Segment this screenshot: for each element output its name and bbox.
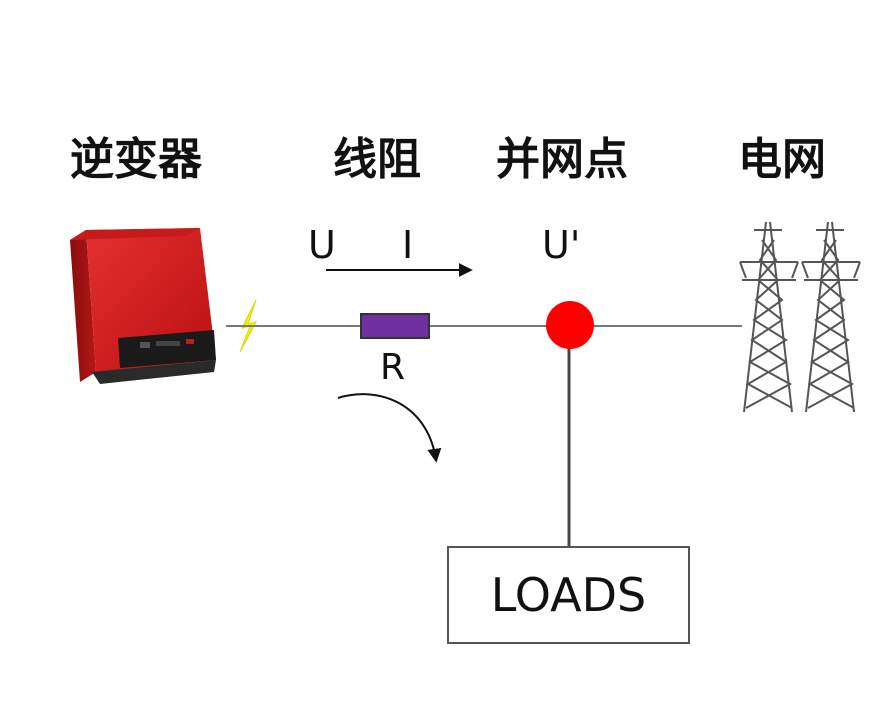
grid-label: 电网: [738, 134, 826, 185]
solar-inverter-icon: [70, 228, 216, 384]
current-symbol: I: [402, 223, 414, 267]
pcc-voltage-symbol: U': [542, 223, 581, 267]
curved-arrow: [337, 393, 442, 463]
transmission-tower-icon: [801, 221, 861, 413]
pcc-node: [546, 301, 594, 349]
resistance-symbol: R: [380, 347, 406, 388]
loads-label: LOADS: [490, 568, 647, 622]
loads-box: LOADS: [447, 546, 690, 644]
inverter-label: 逆变器: [70, 134, 202, 185]
pcc-label: 并网点: [496, 134, 628, 185]
voltage-symbol: U: [308, 223, 336, 267]
resistor: [360, 313, 430, 339]
line-resistance-label: 线阻: [333, 134, 421, 185]
transmission-tower-icon: [739, 221, 799, 413]
